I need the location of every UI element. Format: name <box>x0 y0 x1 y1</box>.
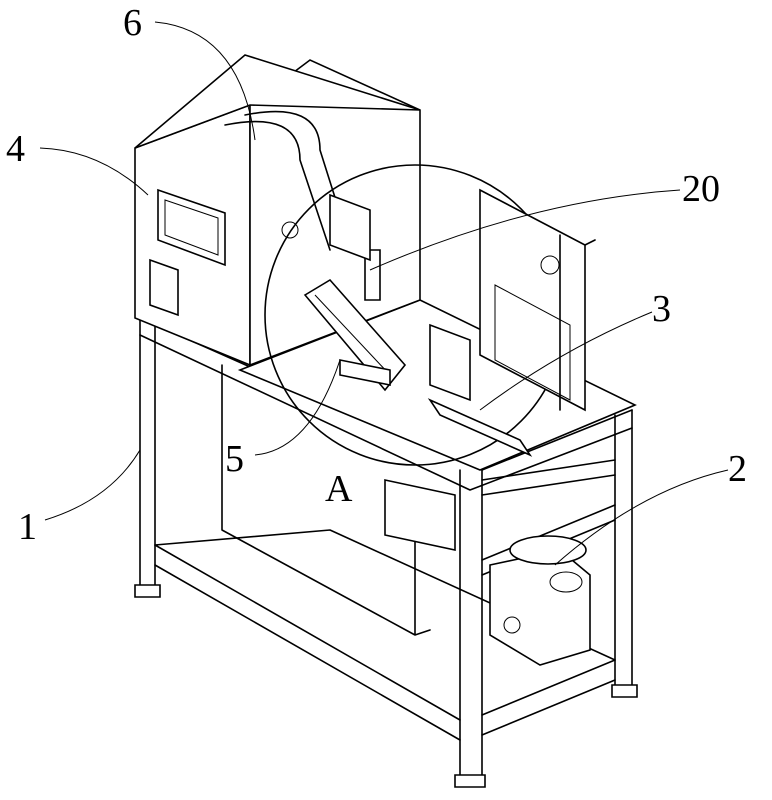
controller-box <box>384 479 456 551</box>
feeder <box>489 535 591 666</box>
lower-cabinet <box>221 364 431 636</box>
leader-lines <box>39 21 729 566</box>
mechanism <box>303 193 533 457</box>
label-6: 6 <box>123 2 142 44</box>
label-20: 20 <box>682 168 720 210</box>
label-2: 2 <box>728 448 747 490</box>
label-1: 1 <box>18 506 37 548</box>
hose <box>224 110 351 251</box>
label-4: 4 <box>6 128 25 170</box>
label-3: 3 <box>652 288 671 330</box>
label-5: 5 <box>225 438 244 480</box>
label-a: A <box>325 468 353 510</box>
side-panel <box>479 188 596 412</box>
